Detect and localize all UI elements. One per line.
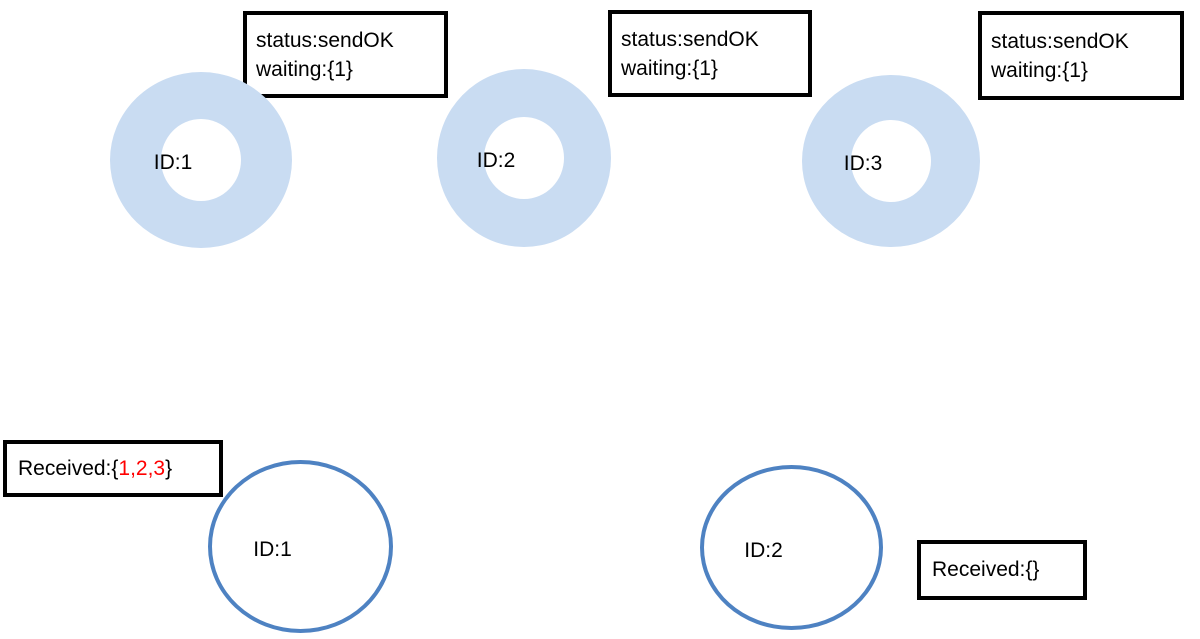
status-box-node-1: status:sendOK waiting:{1}	[243, 11, 448, 98]
receiver-node-circle-1: ID:1	[208, 460, 393, 633]
status-line: status:sendOK	[991, 29, 1129, 53]
status-line: status:sendOK	[256, 28, 394, 52]
node-id-label: ID:3	[843, 152, 883, 175]
received-suffix: }	[165, 456, 173, 480]
status-box-node-3: status:sendOK waiting:{1}	[978, 11, 1184, 100]
donut-hole	[851, 120, 931, 202]
waiting-line: waiting:{1}	[991, 58, 1088, 82]
status-line: status:sendOK	[621, 27, 759, 51]
node-id-label: ID:2	[744, 538, 783, 562]
node-id-label: ID:1	[253, 537, 292, 561]
donut-hole	[484, 117, 564, 199]
sender-node-donut-1: ID:1	[110, 72, 292, 248]
node-id-label: ID:1	[153, 151, 193, 174]
sender-node-donut-2: ID:2	[437, 69, 611, 247]
donut-hole	[161, 119, 241, 201]
received-suffix: }	[1032, 558, 1040, 581]
received-prefix: Received:{	[18, 456, 119, 480]
waiting-line: waiting:{1}	[256, 57, 353, 81]
node-id-label: ID:2	[476, 149, 516, 172]
received-box-node-2: Received:{}	[917, 540, 1087, 600]
received-box-node-1: Received:{1,2,3}	[3, 440, 223, 497]
received-values: 1,2,3	[118, 456, 166, 480]
sender-node-donut-3: ID:3	[802, 75, 980, 247]
status-box-node-2: status:sendOK waiting:{1}	[608, 10, 812, 97]
received-prefix: Received:{	[932, 558, 1033, 581]
receiver-node-circle-2: ID:2	[700, 465, 883, 630]
waiting-line: waiting:{1}	[621, 56, 718, 80]
